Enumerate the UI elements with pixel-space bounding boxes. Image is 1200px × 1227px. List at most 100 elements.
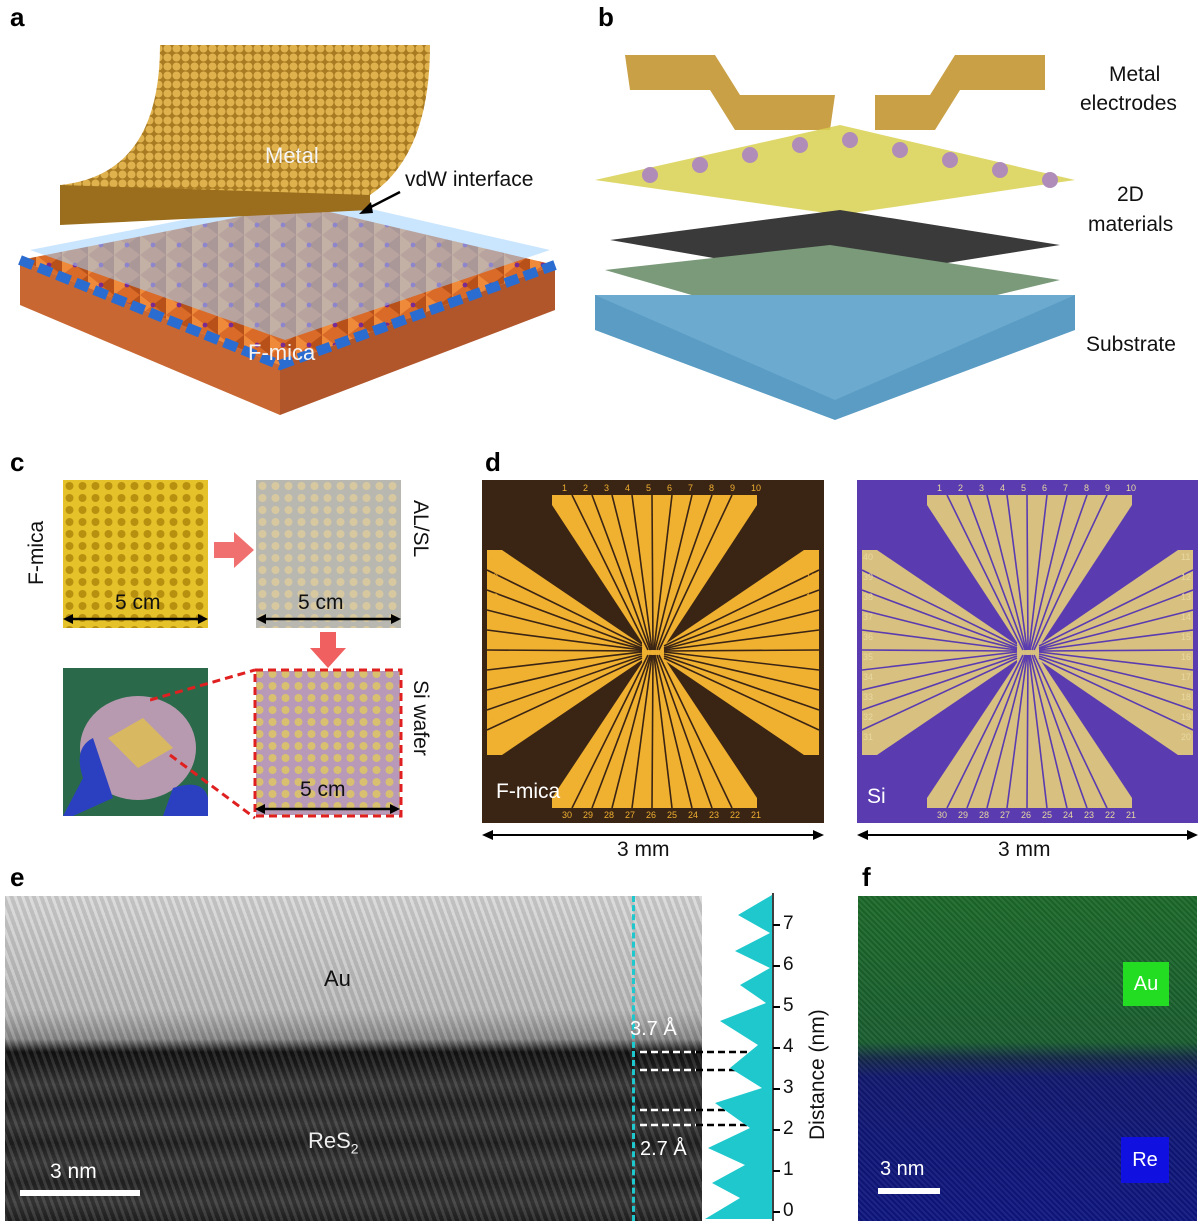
panel-c-arrow-h [214,532,254,568]
panel-c-alsl-label: AL/SL [409,500,432,558]
pad-number-bottom: 30 [562,810,573,820]
pad-number-right: 11 [1181,552,1191,562]
panel-e-d2-label: 2.7 Å [640,1138,687,1160]
panel-f-au-badge: Au [1123,962,1169,1006]
panel-e-dashed-line [632,896,635,1221]
panel-b-electrodes-label-1: Metal [1109,63,1161,86]
pad-number-left: 33 [863,692,874,702]
panel-e-res2-main: ReS [308,1128,351,1153]
axis-tick [773,1088,780,1090]
panel-c-scale-1: 5 cm [115,591,161,614]
axis-tick [773,1047,780,1049]
pad-number-bottom: 26 [646,810,657,820]
axis-tick-label: 2 [783,1118,794,1139]
axis-tick [773,924,780,926]
pad-number-left: 39 [863,572,874,582]
pad-number-left: 39 [488,572,499,582]
pad-number-bottom: 23 [1084,810,1095,820]
pad-number-top: 6 [667,483,673,493]
pad-number-right: 18 [806,692,817,702]
panel-a-metal-label: Metal [265,143,319,168]
panel-d-scale-left: 3 mm [617,838,670,861]
pad-number-top: 4 [625,483,631,493]
pad-number-right: 17 [806,672,817,682]
pad-number-top: 10 [751,483,762,493]
pad-number-right: 12 [1181,572,1192,582]
pad-number-bottom: 25 [667,810,678,820]
panel-e-res2-label: ReS2 [308,1128,359,1156]
pad-number-top: 2 [958,483,964,493]
panel-d-letter: d [485,447,501,477]
panel-b-materials-label-1: 2D [1117,183,1144,206]
pad-number-bottom: 29 [958,810,969,820]
pad-number-top: 8 [709,483,715,493]
pad-number-left: 35 [863,652,874,662]
pad-number-right: 14 [1181,612,1192,622]
panel-c-scalebar-3 [255,804,400,814]
pad-number-bottom: 25 [1042,810,1053,820]
panel-b-materials-label-2: materials [1088,213,1174,236]
pad-number-top: 3 [604,483,610,493]
panel-a-letter: a [10,2,25,32]
pad-number-right: 15 [1181,632,1192,642]
panel-e-scalebar [20,1190,140,1196]
panel-e-res2-sub: 2 [350,1140,359,1157]
axis-tick [773,1170,780,1172]
pad-number-bottom: 23 [709,810,720,820]
pad-number-left: 31 [863,732,874,742]
pad-number-bottom: 24 [688,810,699,820]
pad-number-left: 40 [863,552,874,562]
pad-number-right: 13 [806,592,817,602]
pad-number-top: 1 [937,483,943,493]
pad-number-top: 1 [562,483,568,493]
panel-b-substrate-label: Substrate [1086,333,1176,356]
panel-a-arrow [359,190,401,214]
panel-c-siwafer-photo [253,668,403,818]
panel-c-scale-3: 5 cm [300,778,346,801]
panel-e-letter: e [10,862,25,892]
pad-number-left: 38 [863,592,874,602]
panel-c-arrow-v [310,632,346,668]
pad-number-top: 6 [1042,483,1048,493]
pad-number-top: 4 [1000,483,1006,493]
panel-d-right-label: Si [867,785,886,808]
pad-number-bottom: 28 [979,810,990,820]
pad-number-bottom: 26 [1021,810,1032,820]
panel-b-illustration [595,55,1075,420]
pad-number-bottom: 29 [583,810,594,820]
pad-number-top: 9 [730,483,736,493]
panel-c-fmica-label: F-mica [25,520,48,585]
panel-d-scalebar-right [857,830,1198,840]
pad-number-left: 33 [488,692,499,702]
pad-number-right: 16 [1181,652,1192,662]
pad-number-right: 20 [806,732,817,742]
pad-number-right: 17 [1181,672,1192,682]
panel-c-siwafer-label: Si wafer [409,680,432,756]
pad-number-top: 3 [979,483,985,493]
pad-number-right: 14 [806,612,817,622]
pad-number-right: 16 [806,652,817,662]
axis-tick [773,1129,780,1131]
pad-number-top: 7 [1063,483,1069,493]
pad-number-top: 5 [1021,483,1027,493]
pad-number-bottom: 28 [604,810,615,820]
panel-c-letter: c [10,447,25,477]
panel-f-scalebar [878,1188,940,1194]
pad-number-bottom: 21 [1126,810,1137,820]
pad-number-bottom: 22 [730,810,741,820]
pad-number-top: 7 [688,483,694,493]
axis-tick [773,1006,780,1008]
pad-number-left: 32 [863,712,874,722]
panel-c-scalebar-2 [256,614,401,624]
pad-number-bottom: 27 [1000,810,1011,820]
pad-number-left: 37 [488,612,499,622]
pad-number-bottom: 30 [937,810,948,820]
panel-f-letter: f [862,862,871,892]
panel-c-zoom-lines [150,668,256,820]
axis-tick-label: 6 [783,954,794,975]
panel-e-tem-image [5,896,702,1221]
pad-number-right: 15 [806,632,817,642]
panel-a-interface-label: vdW interface [405,168,534,191]
panel-e-axis-label: Distance (nm) [806,1009,829,1140]
panel-f-re-badge: Re [1121,1137,1169,1183]
